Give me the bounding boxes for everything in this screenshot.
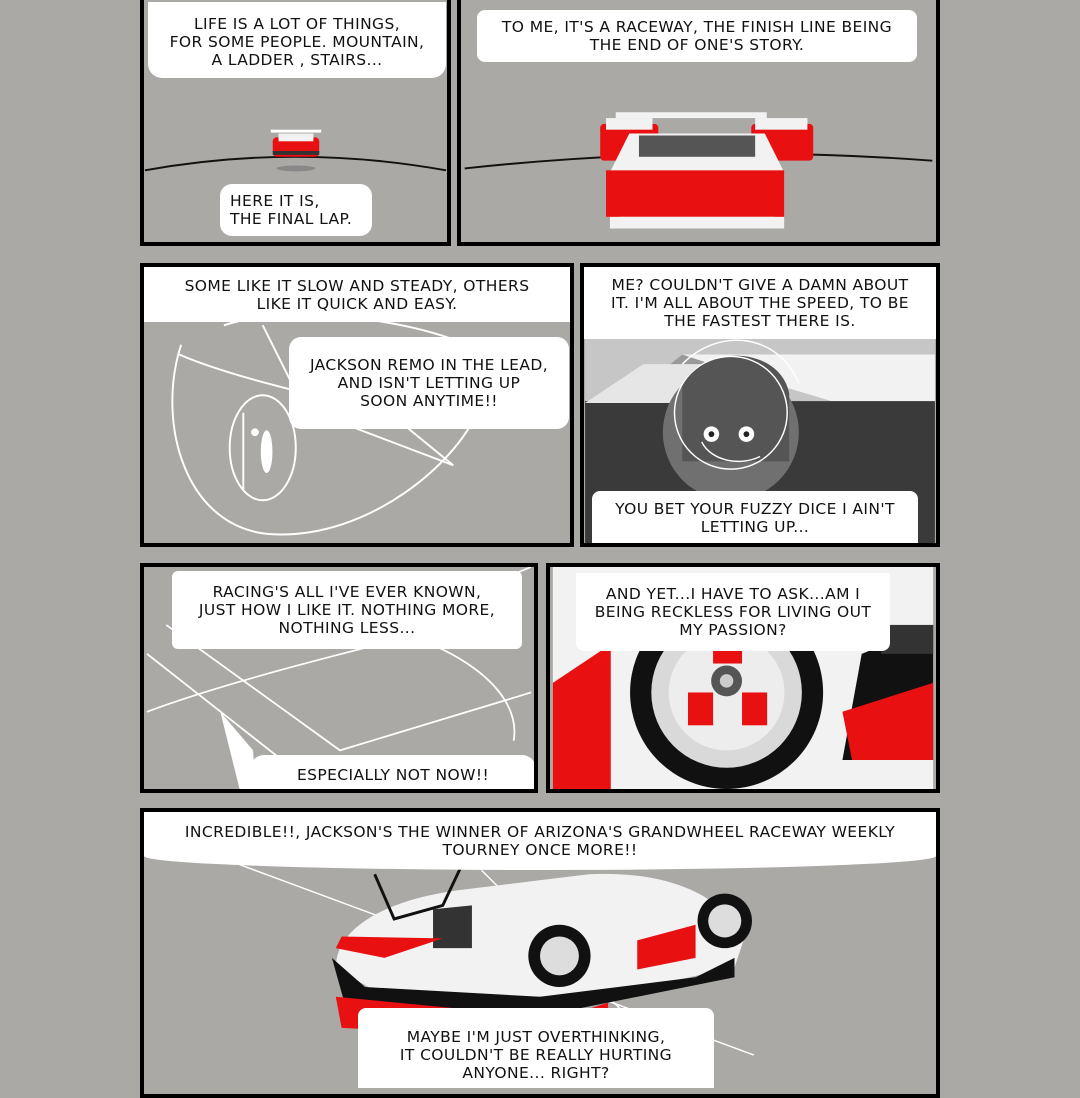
narration-caption: Some like it slow and steady, others lik… [144,267,570,322]
narration-caption: And yet...I have to ask...am I being rec… [576,573,890,651]
distant-race-car-illustration [144,129,447,172]
narration-caption: Incredible!!, Jackson's the winner of Ar… [144,812,936,870]
character-eye-closeup-illustration [171,314,478,536]
narration-caption: To me, it's a raceway, the finish line b… [477,10,917,62]
comic-panel-2: To me, it's a raceway, the finish line b… [457,0,940,246]
comic-panel-3: Some like it slow and steady, others lik… [140,263,574,547]
speech-bubble: Especially not now!! [250,755,534,789]
comic-panel-6: And yet...I have to ask...am I being rec… [546,563,940,793]
comic-panel-1: Life is a lot of things, for some people… [140,0,451,246]
speech-bubble: Here it is, the final lap. [220,184,372,236]
race-cars-rear-illustration [464,112,933,229]
narration-caption: Racing's all I've ever known, just how I… [172,571,522,649]
speech-bubble: You bet your fuzzy dice I ain't letting … [592,491,918,543]
comic-panel-4: Me? Couldn't give a damn about it. I'm a… [580,263,940,547]
narration-caption: Me? Couldn't give a damn about it. I'm a… [584,267,936,339]
speech-bubble: Maybe I'm just overthinking, it couldn't… [358,1008,714,1088]
speech-bubble: Jackson Remo in the lead, and isn't lett… [289,337,569,429]
narration-caption: Life is a lot of things, for some people… [148,2,446,78]
comic-panel-5: Racing's all I've ever known, just how I… [140,563,538,793]
comic-panel-7: Incredible!!, Jackson's the winner of Ar… [140,808,940,1098]
